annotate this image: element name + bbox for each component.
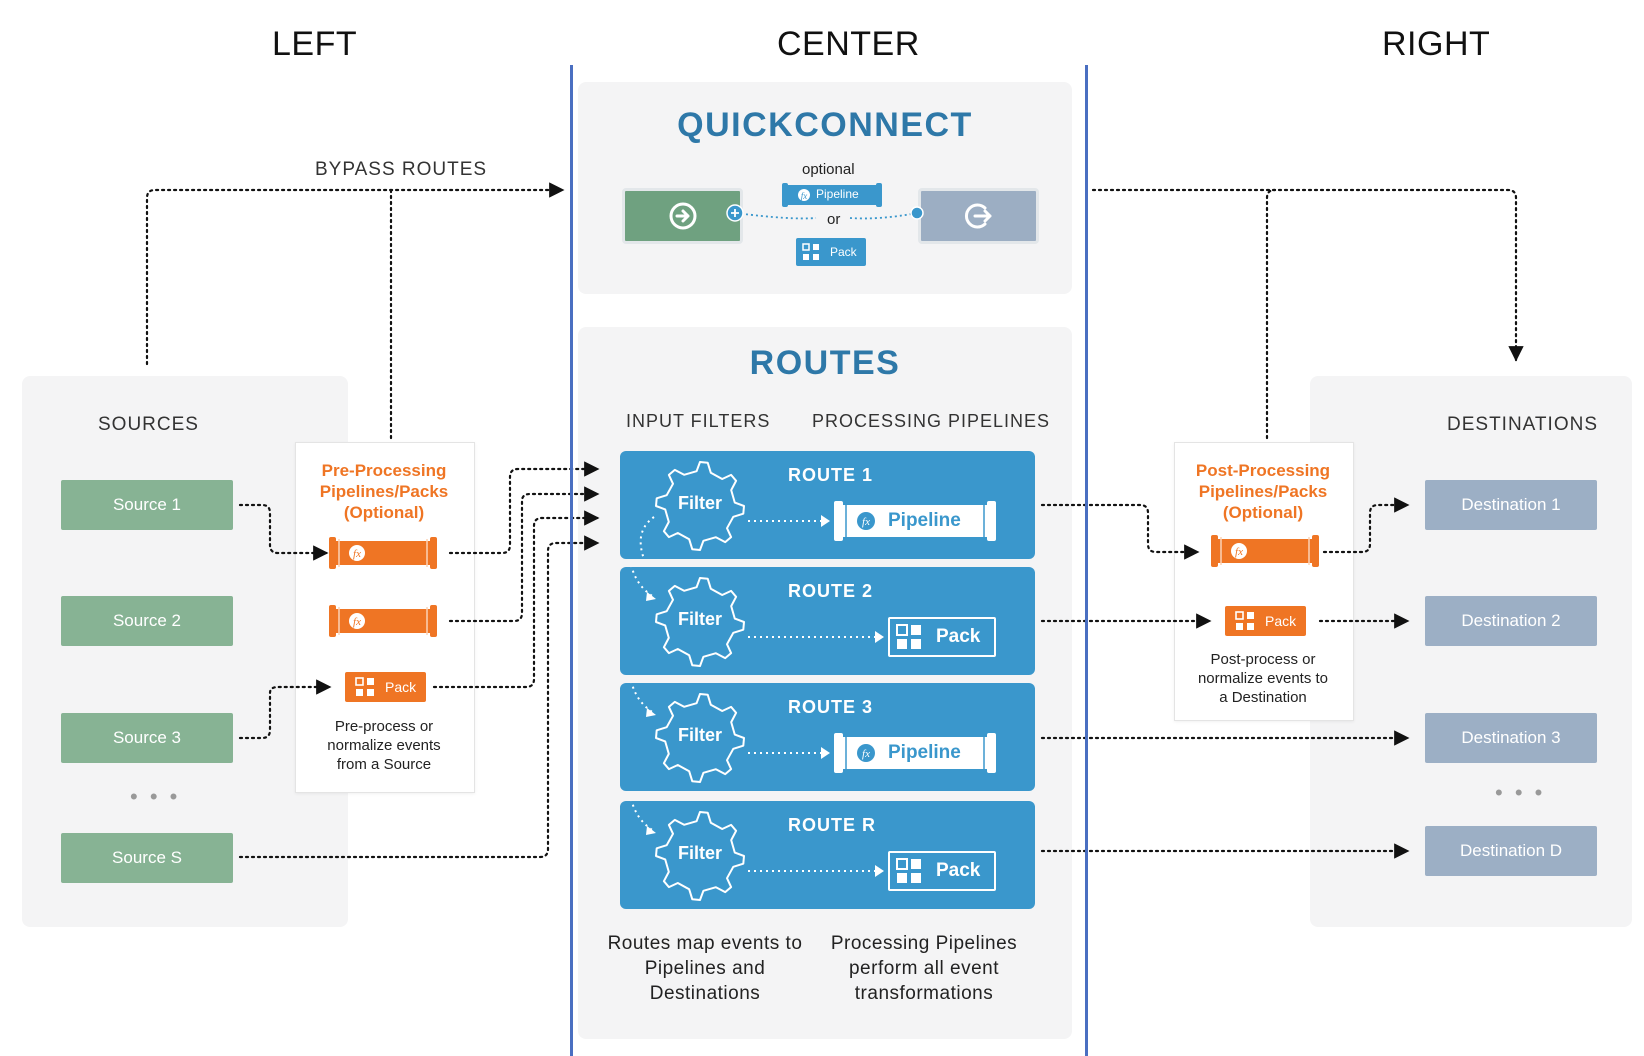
gear-icon	[655, 461, 745, 551]
source-1-node[interactable]: Source 1	[61, 480, 233, 530]
gear-icon	[655, 577, 745, 667]
right-column-heading: RIGHT	[1382, 25, 1491, 63]
svg-text:fx: fx	[353, 548, 361, 560]
fx-function-icon	[857, 744, 875, 762]
grid-icon	[802, 243, 819, 260]
left-column-heading: LEFT	[272, 25, 358, 63]
svg-text:fx: fx	[862, 748, 870, 760]
route-title: ROUTE 1	[788, 465, 874, 485]
destination-3-node[interactable]: Destination 3	[1425, 713, 1597, 763]
route-pipeline-label: Pipeline	[888, 510, 961, 531]
post-pack-label: Pack	[1265, 613, 1297, 629]
svg-text:fx: fx	[862, 516, 870, 528]
pre-pipeline-2[interactable]: fx	[329, 605, 437, 637]
arrow-right-circle-icon	[669, 202, 696, 230]
pre-pack[interactable]: Pack	[345, 672, 427, 702]
pipeline-tube-icon: fx	[782, 183, 882, 207]
source-2-node[interactable]: Source 2	[61, 596, 233, 646]
route-pipeline-label: Pipeline	[888, 742, 961, 763]
qc-source-node[interactable]	[622, 188, 743, 244]
route-pack[interactable]: Pack	[888, 851, 996, 891]
post-pack[interactable]: Pack	[1225, 606, 1307, 636]
left-divider	[570, 65, 573, 1056]
route-flow-arrow	[630, 683, 830, 759]
pipelines-description: Processing Pipelines perform all event t…	[830, 933, 1018, 1004]
center-column-heading: CENTER	[777, 25, 920, 63]
destinations-heading: DESTINATIONS	[1447, 414, 1598, 435]
destinations-ellipsis: • • •	[1495, 780, 1546, 805]
destination-d-node[interactable]: Destination D	[1425, 826, 1597, 876]
route-pack-label: Pack	[936, 626, 981, 647]
route-pack-label: Pack	[936, 860, 981, 881]
qc-pack-chip: Pack	[796, 238, 866, 266]
fx-function-icon	[1231, 543, 1247, 559]
route-title: ROUTE 2	[788, 581, 874, 601]
grid-icon	[896, 858, 921, 883]
qc-pipeline-label: Pipeline	[816, 187, 859, 201]
preprocessing-note: Pre-process or normalize events from a S…	[327, 718, 441, 773]
postprocessing-title: Post-Processing Pipelines/Packs (Optiona…	[1195, 461, 1331, 522]
bypass-routes-label: BYPASS ROUTES	[315, 159, 488, 180]
exit-arrow-icon	[964, 203, 991, 229]
route-row[interactable]: ROUTE 3 Filter fx Pipeline	[620, 683, 1035, 791]
postprocessing-note: Post-process or normalize events to a De…	[1197, 651, 1329, 706]
bypass-line-post	[1265, 188, 1277, 440]
svg-text:fx: fx	[801, 191, 808, 201]
gear-icon	[655, 693, 745, 783]
source-s-node[interactable]: Source S	[61, 833, 233, 883]
route-flow-arrow	[630, 567, 884, 643]
fx-function-icon	[857, 512, 875, 530]
filter-label: Filter	[677, 493, 722, 513]
route-pipeline[interactable]: fx	[834, 733, 996, 773]
routes-description: Routes map events to Pipelines and Desti…	[607, 933, 803, 1004]
preprocessing-title: Pre-Processing Pipelines/Packs (Optional…	[319, 461, 449, 522]
filter-label: Filter	[677, 725, 722, 745]
post-pipeline[interactable]: fx	[1211, 535, 1319, 567]
route-row[interactable]: ROUTE 1 Filter fx Pipeline	[620, 451, 1035, 559]
sources-ellipsis: • • •	[130, 784, 181, 809]
right-divider	[1085, 65, 1088, 1056]
qc-pipeline-chip: fx Pipeline	[782, 182, 882, 208]
svg-text:fx: fx	[353, 616, 361, 628]
pre-pack-label: Pack	[385, 679, 417, 695]
qc-or-label: or	[827, 211, 841, 228]
route-pipeline[interactable]: fx	[834, 501, 996, 541]
gear-icon	[655, 811, 745, 901]
route-pack[interactable]: Pack	[888, 617, 996, 657]
grid-icon	[896, 624, 921, 649]
qc-destination-node[interactable]	[918, 188, 1039, 244]
grid-icon	[1235, 611, 1254, 630]
bypass-line-left	[145, 182, 565, 366]
pre-pipeline-1[interactable]: fx	[329, 537, 437, 569]
svg-text:fx: fx	[1235, 546, 1243, 558]
source-3-node[interactable]: Source 3	[61, 713, 233, 763]
sources-heading: SOURCES	[98, 414, 199, 435]
route-title: ROUTE R	[788, 815, 876, 835]
quickconnect-title: QUICKCONNECT	[677, 106, 973, 144]
processing-pipelines-label: PROCESSING PIPELINES	[812, 411, 1051, 431]
qc-optional-label: optional	[802, 161, 855, 178]
grid-icon	[355, 677, 374, 696]
route-flow-arrow	[630, 801, 884, 877]
filter-label: Filter	[677, 843, 722, 863]
postprocessing-box	[1174, 442, 1354, 721]
bypass-line-right	[1091, 188, 1524, 362]
destination-1-node[interactable]: Destination 1	[1425, 480, 1597, 530]
filter-label: Filter	[677, 609, 722, 629]
route-flow-arrow	[639, 515, 830, 559]
destination-2-node[interactable]: Destination 2	[1425, 596, 1597, 646]
qc-pack-label: Pack	[830, 245, 857, 259]
route-title: ROUTE 3	[788, 697, 874, 717]
input-filters-label: INPUT FILTERS	[626, 411, 771, 431]
routes-title: ROUTES	[749, 344, 901, 382]
